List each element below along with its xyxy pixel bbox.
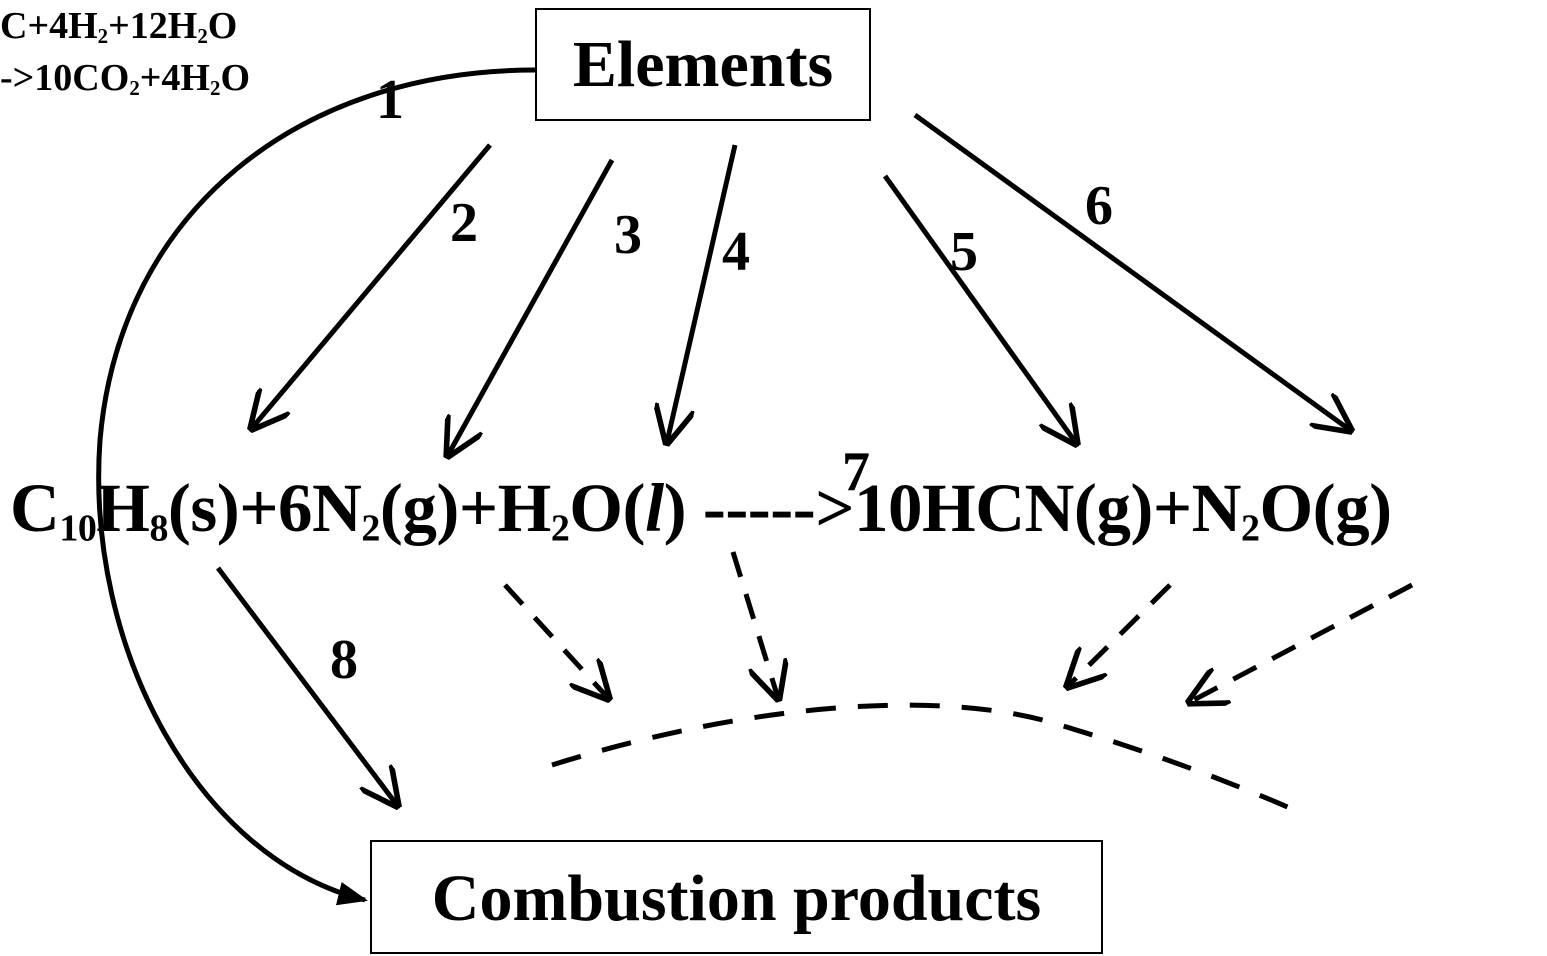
elements-box: Elements <box>535 8 871 121</box>
path-label-4: 4 <box>722 221 750 283</box>
path-label-7: 7 <box>842 441 870 503</box>
path-label-1: 1 <box>376 69 404 131</box>
arrow-2 <box>252 143 492 428</box>
top-left-reaction-line1: C+4H2+12H2O <box>0 5 238 49</box>
path-label-6: 6 <box>1085 175 1113 237</box>
top-left-reaction: C+4H2+12H2O ->10CO2+4H2O <box>0 0 250 104</box>
path-label-8: 8 <box>330 629 358 691</box>
arrow-4 <box>667 144 738 442</box>
arrow-3 <box>448 158 615 455</box>
arrow-8 <box>216 566 397 805</box>
path-label-2: 2 <box>450 192 478 254</box>
path-label-3: 3 <box>614 204 642 266</box>
dashed-arrow-n2o <box>1190 582 1414 702</box>
arrow-6 <box>913 112 1350 430</box>
dashed-arrow-hcn <box>1068 583 1172 686</box>
path-label-5: 5 <box>950 221 978 283</box>
arrow-5 <box>882 174 1076 443</box>
dashed-curve <box>551 702 1291 811</box>
dashed-arrow-n2 <box>503 583 608 698</box>
dashed-arrow-h2o <box>730 551 778 698</box>
top-left-reaction-line2: ->10CO2+4H2O <box>0 57 250 101</box>
combustion-products-box: Combustion products <box>370 840 1103 954</box>
path-1-curve <box>96 67 536 906</box>
main-reaction-equation: C10H8(s)+6N2(g)+H2O(l) ----->10HCN(g)+N2… <box>10 470 1392 550</box>
